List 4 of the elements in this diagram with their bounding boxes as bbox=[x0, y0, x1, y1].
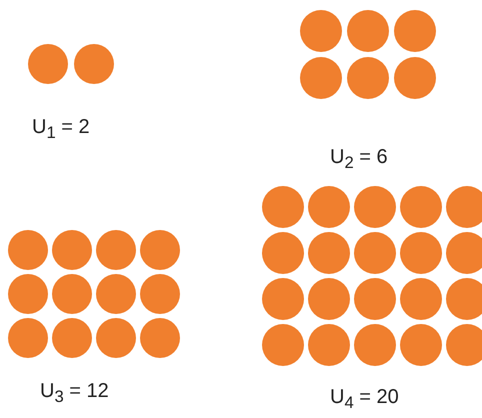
formula-label: U$_{2}$ = 6 bbox=[330, 146, 388, 173]
formula-label: U$_{4}$ = 20 bbox=[330, 386, 399, 413]
formula-label: U$_{3}$ = 12 bbox=[40, 380, 109, 407]
formula-label: U$_{1}$ = 2 bbox=[32, 116, 90, 143]
